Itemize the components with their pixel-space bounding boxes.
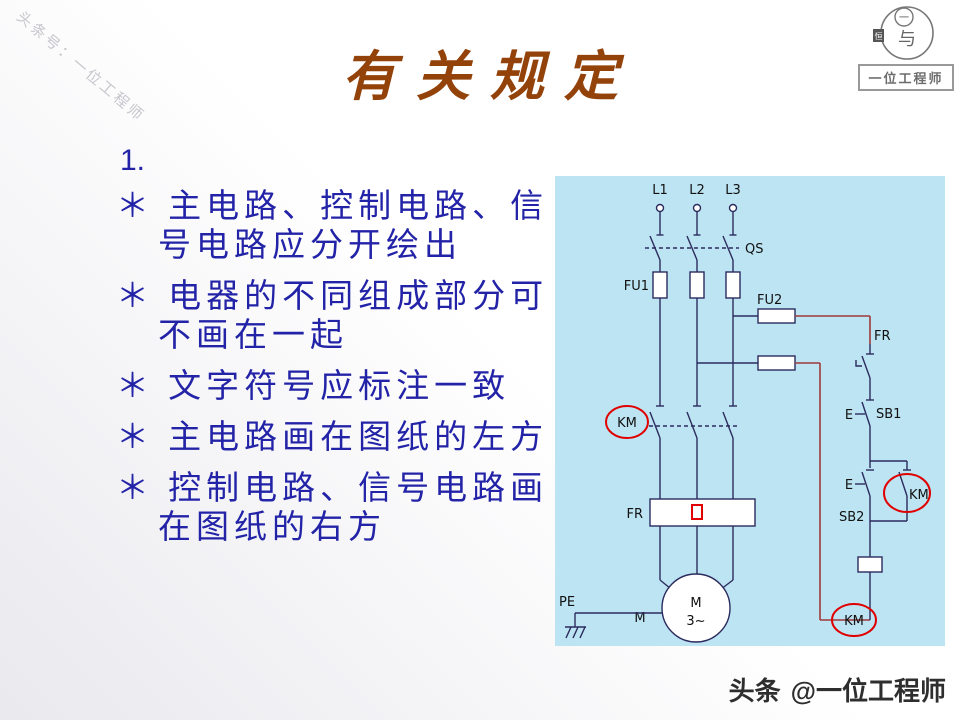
- motor-letter: M: [690, 596, 701, 611]
- label-m-big: M: [634, 611, 645, 626]
- fr-contact: FR: [855, 329, 891, 400]
- logo-name-box: 一位工程师: [858, 64, 954, 91]
- motor: M 3~ M: [634, 526, 734, 643]
- label-fu2: FU2: [757, 293, 782, 308]
- label-km-main: KM: [617, 416, 637, 431]
- label-fr-main: FR: [626, 507, 643, 522]
- footer-handle: @一位工程师: [790, 676, 946, 706]
- motor-phase: 3~: [686, 614, 705, 629]
- label-e-sb1: E: [845, 408, 853, 423]
- list-item: ＊ 主电路画在图纸的左方: [116, 418, 549, 455]
- circuit-diagram: L1 L2 L3 QS: [555, 176, 945, 646]
- list-number: 1.: [120, 144, 146, 177]
- logo-side-char: 恒: [875, 31, 883, 41]
- pe-ground: PE: [559, 595, 663, 639]
- phase-terminals: L1 L2 L3: [652, 183, 741, 235]
- list-item: ＊ 主电路、控制电路、信 号电路应分开绘出: [116, 187, 549, 263]
- km-main-highlight: [605, 405, 649, 439]
- km-coil-highlight: [831, 603, 877, 637]
- qs-switch: QS: [645, 234, 763, 272]
- label-sb2: SB2: [839, 510, 864, 525]
- sb1-button: E SB1: [845, 399, 901, 468]
- page-title: 有关规定: [342, 44, 638, 108]
- rules-list: 1. ＊ 主电路、控制电路、信 号电路应分开绘出 ＊ 电器的不同组成部分可 不画…: [116, 144, 578, 558]
- label-pe: PE: [559, 595, 575, 610]
- list-item: ＊ 文字符号应标注一致: [116, 367, 511, 404]
- km-aux-highlight: [883, 473, 931, 513]
- footer-credit: 头条 @一位工程师: [729, 671, 946, 708]
- fr-thermal-element: FR: [626, 498, 756, 527]
- label-sb1: SB1: [876, 407, 901, 422]
- label-fr-control: FR: [874, 329, 891, 344]
- list-item: ＊ 电器的不同组成部分可 不画在一起: [116, 277, 549, 353]
- sb2-button: E SB2: [839, 469, 874, 557]
- footer-brand: 头条: [728, 676, 781, 706]
- channel-logo: 一 与 恒 一位工程师: [858, 4, 954, 91]
- label-l1: L1: [652, 183, 668, 198]
- label-l3: L3: [725, 183, 741, 198]
- logo-big-char: 与: [898, 29, 916, 49]
- label-e-sb2: E: [845, 478, 853, 493]
- km-aux-contact: KM: [870, 460, 931, 522]
- label-km-aux: KM: [909, 488, 929, 503]
- list-item: ＊ 控制电路、信号电路画 在图纸的右方: [116, 469, 549, 545]
- logo-icon: 一 与 恒: [873, 6, 934, 60]
- km-main-contacts: KM: [605, 405, 739, 499]
- km-coil: KM: [831, 556, 883, 637]
- label-fu1: FU1: [624, 279, 649, 294]
- label-km-coil: KM: [844, 614, 864, 629]
- label-l2: L2: [689, 183, 705, 198]
- circuit-schematic: L1 L2 L3 QS: [559, 183, 931, 643]
- logo-small-char: 一: [899, 13, 909, 24]
- fu1-fuses: FU1: [624, 271, 741, 406]
- fu2-fuses: FU2: [697, 293, 871, 621]
- control-circuit: FR E SB1: [831, 329, 931, 637]
- label-qs: QS: [745, 242, 763, 257]
